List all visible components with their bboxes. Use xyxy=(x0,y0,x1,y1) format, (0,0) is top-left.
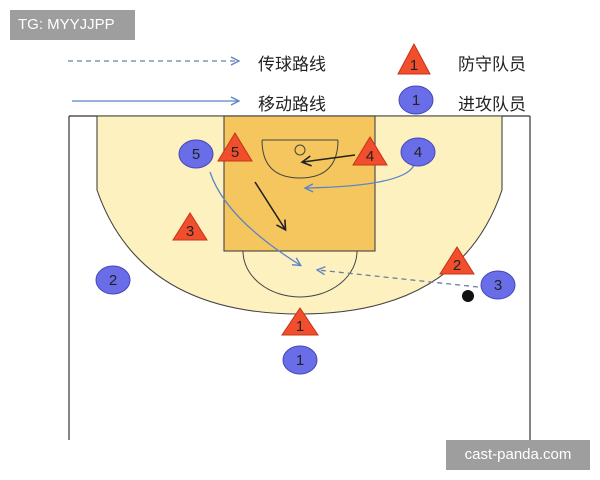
restricted-arc xyxy=(261,139,339,179)
legend-defender-symbol: 1 xyxy=(397,42,431,75)
ball xyxy=(462,290,474,302)
svg-text:3: 3 xyxy=(494,277,502,294)
move-line-4-to-paint xyxy=(306,164,415,188)
svg-text:1: 1 xyxy=(410,57,418,74)
attacker-2: 2 xyxy=(95,265,131,295)
svg-text:2: 2 xyxy=(109,272,117,289)
attacker-1: 1 xyxy=(282,345,318,375)
legend-move-route-label: 移动路线 xyxy=(258,95,326,115)
defender-5-move-arrow xyxy=(254,181,287,232)
paint xyxy=(223,115,376,252)
free-throw-circle xyxy=(242,250,358,298)
legend-defender-label: 防守队员 xyxy=(458,55,526,75)
defender-1: 1 xyxy=(281,307,319,336)
watermark-top-label: TG: MYYJJPP xyxy=(10,10,135,40)
defender-5: 5 xyxy=(217,132,253,162)
svg-text:5: 5 xyxy=(192,146,200,163)
basket xyxy=(294,144,306,156)
legend-pass-route-label: 传球路线 xyxy=(258,55,326,75)
svg-text:1: 1 xyxy=(412,92,420,109)
svg-text:4: 4 xyxy=(414,144,422,161)
defender-3: 3 xyxy=(172,212,208,241)
move-line-5-to-paint xyxy=(209,171,300,265)
defender-4-move-arrow xyxy=(300,154,356,167)
defender-4: 4 xyxy=(352,136,388,166)
attacker-3: 3 xyxy=(480,270,516,300)
svg-text:4: 4 xyxy=(366,148,374,165)
watermark-bottom-label: cast-panda.com xyxy=(446,440,590,470)
attacker-4: 4 xyxy=(400,137,436,167)
svg-text:1: 1 xyxy=(296,318,304,335)
svg-text:2: 2 xyxy=(453,257,461,274)
defender-2: 2 xyxy=(439,246,475,275)
svg-text:3: 3 xyxy=(186,223,194,240)
svg-text:1: 1 xyxy=(296,352,304,369)
legend-attacker-symbol: 1 xyxy=(398,85,434,115)
svg-text:5: 5 xyxy=(231,144,239,161)
legend-attacker-label: 进攻队员 xyxy=(458,95,526,115)
attacker-5: 5 xyxy=(178,139,214,169)
